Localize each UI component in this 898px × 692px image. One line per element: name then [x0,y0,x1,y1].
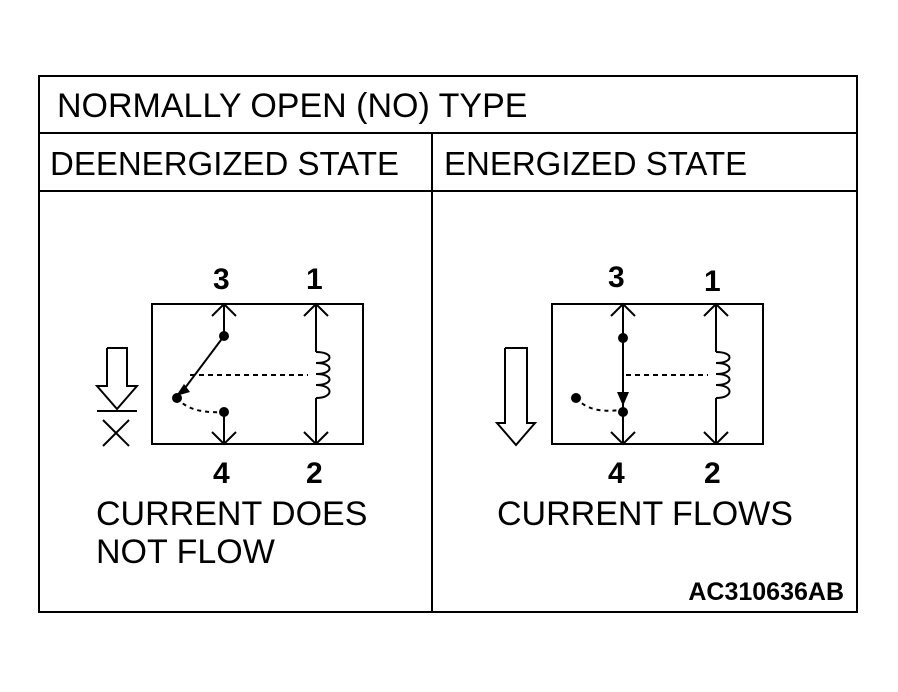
energized-terminal1-label: 1 [704,265,721,298]
energized-terminal2-arrow [703,431,729,446]
energized-terminal4-label: 4 [608,457,625,490]
energized-terminal1-arrow [703,302,729,317]
title-row: NORMALLY OPEN (NO) TYPE [40,77,856,134]
deenergized-terminal3-label: 3 [213,263,230,296]
energized-coil [715,351,731,399]
energized-relay-box [551,303,764,445]
deenergized-terminal1-arrow [303,302,329,317]
energized-open-contact [571,393,581,403]
energized-contact3 [618,333,628,343]
energized-terminal3-arrow [610,302,636,317]
deenergized-common-contact [172,393,182,403]
deenergized-terminal4-label: 4 [213,457,230,490]
deenergized-terminal1-label: 1 [306,263,323,296]
deenergized-caption-line2: NOT FLOW [96,533,275,571]
deenergized-header: DEENERGIZED STATE [50,145,399,182]
table-title: NORMALLY OPEN (NO) TYPE [57,87,528,125]
header-row: DEENERGIZED STATE ENERGIZED STATE [40,134,856,192]
deenergized-coil [315,351,331,399]
deenergized-relay-box [151,303,364,445]
deenergized-terminal3-arrow [211,302,237,317]
deenergized-terminal2-label: 2 [306,457,323,490]
energized-arm-arrowhead [617,392,629,406]
figure-code: AC310636AB [688,578,844,606]
energized-contact4 [618,407,628,417]
deenergized-terminal4-arrow [211,431,237,446]
deenergized-caption-line1: CURRENT DOES [96,495,368,533]
energized-terminal2-label: 2 [704,457,721,490]
energized-terminal4-arrow [610,431,636,446]
flowing-current-arrow [494,347,538,447]
energized-contacts [571,333,629,417]
energized-relay [551,302,764,446]
deenergized-contact3 [219,331,229,341]
energized-terminal3-label: 3 [608,261,625,294]
energized-header: ENERGIZED STATE [444,145,748,182]
deenergized-terminal2-arrow [303,431,329,446]
deenergized-contacts [172,331,229,417]
deenergized-arm-arrowhead [176,384,190,396]
deenergized-swing-path [176,397,225,414]
blocked-current-arrow [94,347,140,447]
energized-caption: CURRENT FLOWS [497,495,793,533]
deenergized-relay [151,302,364,446]
relay-table: NORMALLY OPEN (NO) TYPE DEENERGIZED STAT… [38,75,858,613]
deenergized-contact4 [219,407,229,417]
column-divider [431,134,433,613]
energized-swing-path [575,397,621,412]
deenergized-switch-arm [181,335,225,393]
